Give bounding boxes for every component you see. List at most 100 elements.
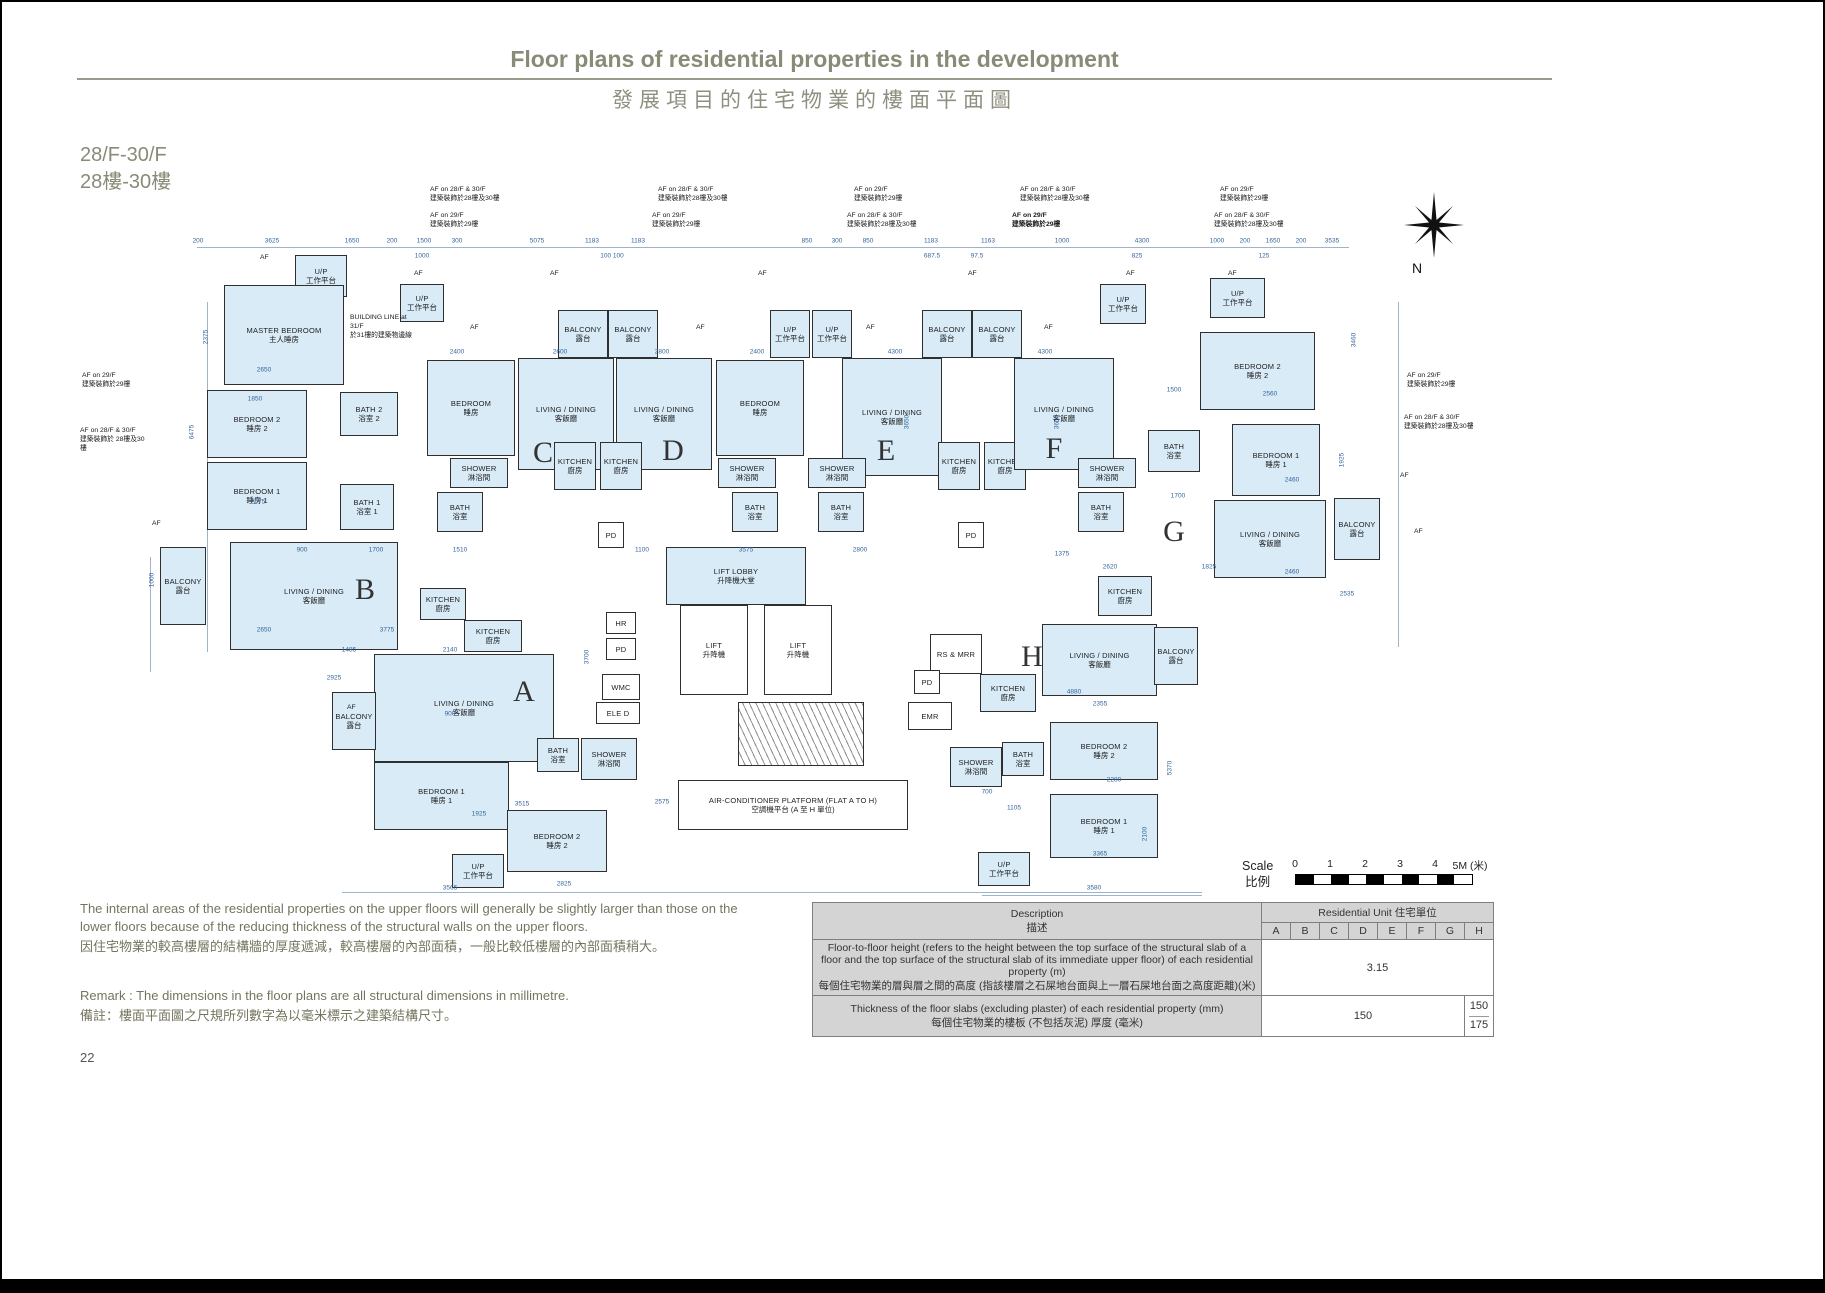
af-callout-zh: 建築裝飾於28樓及30樓	[1404, 422, 1474, 430]
scale-segment	[1401, 875, 1420, 884]
slab-thickness-value-h-top: 150	[1469, 1000, 1489, 1012]
room-label-zh: 浴室 1	[356, 507, 378, 516]
room-label-zh: 睡房	[463, 408, 479, 417]
scale-segment	[1313, 875, 1332, 884]
room-label-zh: 睡房	[752, 408, 768, 417]
room-label-en: BALCONY	[1338, 520, 1376, 529]
scale-tick: 0	[1292, 858, 1298, 870]
af-label: AF	[1400, 472, 1409, 479]
scale-segment	[1436, 875, 1455, 884]
room-label-zh: 升降機大堂	[717, 576, 755, 585]
dimension-label: 1925	[1338, 452, 1346, 468]
unit-letter-A: A	[513, 675, 535, 708]
dimension-label: 2375	[202, 329, 210, 345]
af-label: AF	[152, 520, 161, 527]
room-label-zh: 浴室	[747, 512, 763, 521]
dimension-label: 200	[192, 237, 204, 245]
slab-thickness-value-h-bottom: 175	[1469, 1015, 1489, 1035]
dimension-label: 3700	[583, 649, 591, 665]
room-label-en: SHOWER	[729, 464, 765, 473]
room-label-zh: 客飯廳	[302, 596, 326, 605]
room-label-zh: 工作平台	[817, 334, 847, 343]
unit-col-D: D	[1348, 922, 1378, 940]
room-label-zh: 睡房 1	[1093, 826, 1115, 835]
remark-en: Remark : The dimensions in the floor pla…	[80, 987, 569, 1003]
af-label: AF	[1414, 528, 1423, 535]
dimension-label: 5075	[529, 237, 545, 245]
dimension-label: 2800	[852, 546, 868, 554]
room-label-en: LIFT	[789, 641, 807, 650]
scale-segment	[1383, 875, 1402, 884]
room-label-zh: 廚房	[951, 466, 967, 475]
room-label-zh: 升降機	[702, 650, 726, 659]
room-label-en: U/P	[471, 862, 485, 871]
dimension-label: 4300	[1037, 348, 1053, 356]
dimension-label: 125	[1258, 252, 1270, 260]
room-pd-core: PD	[606, 638, 636, 660]
af-callout-zh: 建築裝飾於29樓	[1220, 194, 1269, 202]
room-label-en: AIR-CONDITIONER PLATFORM (FLAT A TO H)	[708, 796, 878, 805]
scale-segment	[1454, 875, 1472, 884]
af-label: AF	[866, 324, 875, 331]
dimension-label: 2560	[1262, 390, 1278, 398]
dimension-label: 1650	[344, 237, 360, 245]
dimension-label: 850	[801, 237, 813, 245]
dimension-label: 850	[862, 237, 874, 245]
dimension-label: 1850	[247, 395, 263, 403]
dimension-label: 1510	[452, 546, 468, 554]
page-title: Floor plans of residential properties in…	[510, 46, 1119, 72]
unit-col-E: E	[1377, 922, 1407, 940]
room-pd-ef: PD	[958, 522, 984, 548]
room-label-zh: 工作平台	[306, 276, 336, 285]
bottom-border-bar	[2, 1279, 1823, 1291]
unit-letter-D: D	[662, 434, 684, 467]
dimension-label: 2650	[256, 366, 272, 374]
dimension-label: 3515	[514, 800, 530, 808]
af-callout-zh: 建築裝飾於29樓	[652, 220, 701, 228]
room-pd-cd: PD	[598, 522, 624, 548]
dimension-line	[197, 247, 1349, 248]
north-compass-icon	[1404, 192, 1464, 258]
af-callout-en: AF on 28/F & 30/F	[1214, 212, 1270, 219]
residential-unit-header: Residential Unit 住宅單位	[1261, 902, 1494, 923]
dimension-label: 1925	[471, 810, 487, 818]
dimension-label: 3650	[903, 414, 911, 430]
page-number: 22	[80, 1050, 95, 1065]
room-label-zh: 露台	[625, 334, 641, 343]
af-callout-zh: 建築裝飾於28樓及30樓	[430, 194, 500, 202]
af-callout-zh: 建築裝飾於29樓	[430, 220, 479, 228]
north-label: N	[1412, 260, 1423, 276]
dimension-label: 4300	[1134, 237, 1150, 245]
room-label-en: BATH 1	[353, 498, 381, 507]
dimension-label: 1000	[414, 252, 430, 260]
room-label-zh: 客飯廳	[1052, 414, 1076, 423]
description-header-en: Description	[1010, 907, 1064, 920]
room-label-zh: 淋浴間	[1095, 473, 1119, 482]
room-label-zh: 主人睡房	[269, 335, 299, 344]
room-label-en: U/P	[783, 325, 797, 334]
room-ele-d: ELE D	[596, 702, 640, 724]
room-label-en: PD	[615, 644, 627, 654]
scale-tick: 4	[1432, 858, 1438, 870]
